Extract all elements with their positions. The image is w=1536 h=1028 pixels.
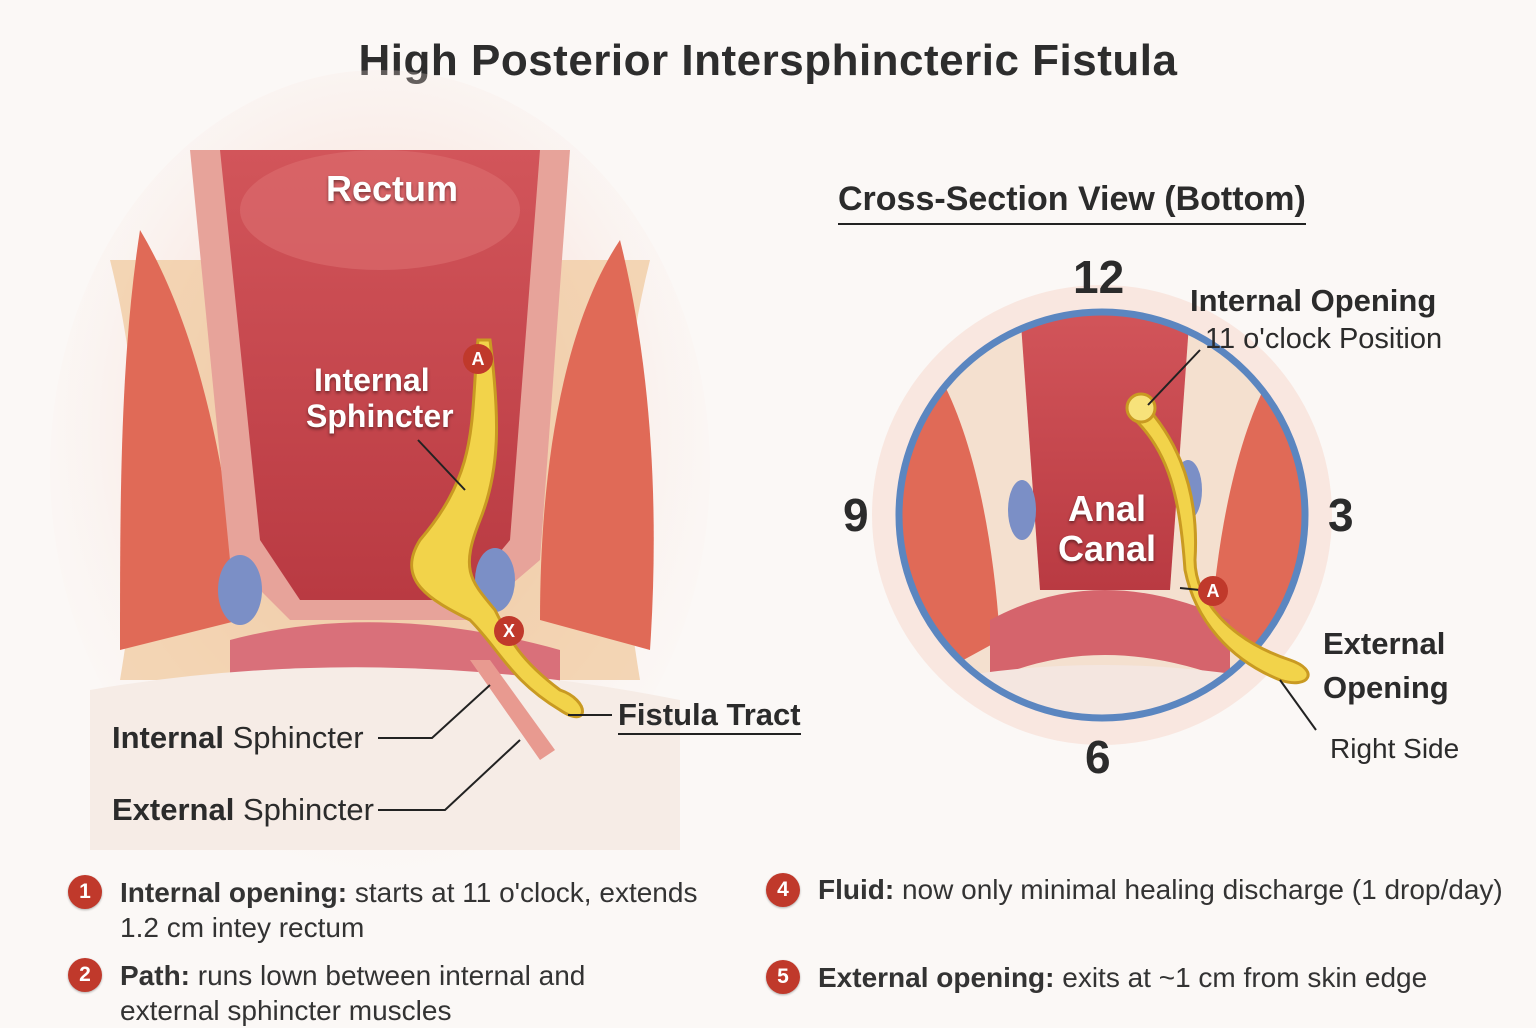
external-sphincter-label-bold: External: [112, 792, 235, 827]
internal-sphincter-inner-label-1: Internal: [314, 362, 430, 398]
external-opening-label-2: Opening: [1323, 670, 1449, 705]
note-number: 4: [766, 873, 800, 907]
sagittal-anatomy: [50, 70, 710, 870]
anal-canal-label-1: Anal: [1068, 488, 1147, 529]
cross-section-title: Cross-Section View (Bottom): [838, 180, 1306, 225]
clock-6: 6: [1085, 731, 1111, 783]
marker-x: X: [494, 616, 524, 646]
fistula-tract-label: Fistula Tract: [618, 697, 801, 735]
note-text: starts at 11 o'clock, extends 1.2 cm int…: [120, 877, 698, 943]
rectum-label: Rectum: [326, 168, 459, 209]
clock-12: 12: [1073, 251, 1125, 303]
internal-sphincter-label-bold: Internal: [112, 720, 224, 755]
external-opening-side: Right Side: [1330, 733, 1460, 764]
internal-opening-label: Internal Opening: [1190, 283, 1437, 318]
clock-3: 3: [1328, 489, 1354, 541]
internal-sphincter-label-rest: Sphincter: [223, 720, 364, 755]
internal-opening-position: 11 o'clock Position: [1205, 323, 1443, 355]
note-label: Path:: [120, 960, 190, 991]
note-text: exits at ~1 cm from skin edge: [1054, 962, 1428, 993]
external-sphincter-label-rest: Sphincter: [234, 792, 374, 827]
page-title: High Posterior Intersphincteric Fistula: [358, 36, 1178, 85]
cross-section-circle: [872, 285, 1332, 745]
note-label: External opening:: [818, 962, 1055, 993]
note-text: runs lown between internal and external …: [120, 960, 586, 1026]
marker-a-right: A: [1198, 576, 1228, 606]
external-sphincter-label: External Sphincter: [112, 792, 374, 828]
note-number: 1: [68, 875, 102, 909]
marker-a-left: A: [463, 344, 493, 374]
note-number: 2: [68, 958, 102, 992]
note-text: now only minimal healing discharge (1 dr…: [894, 874, 1503, 905]
anal-canal-label-2: Canal: [1058, 528, 1157, 569]
internal-sphincter-label: Internal Sphincter: [112, 720, 364, 756]
note-number: 5: [766, 960, 800, 994]
internal-sphincter-inner-label-2: Sphincter: [306, 398, 454, 434]
clock-9: 9: [843, 489, 869, 541]
note-label: Internal opening:: [120, 877, 348, 908]
leader-lines: [378, 349, 1317, 811]
external-opening-label-1: External: [1323, 626, 1446, 661]
note-label: Fluid:: [818, 874, 895, 905]
